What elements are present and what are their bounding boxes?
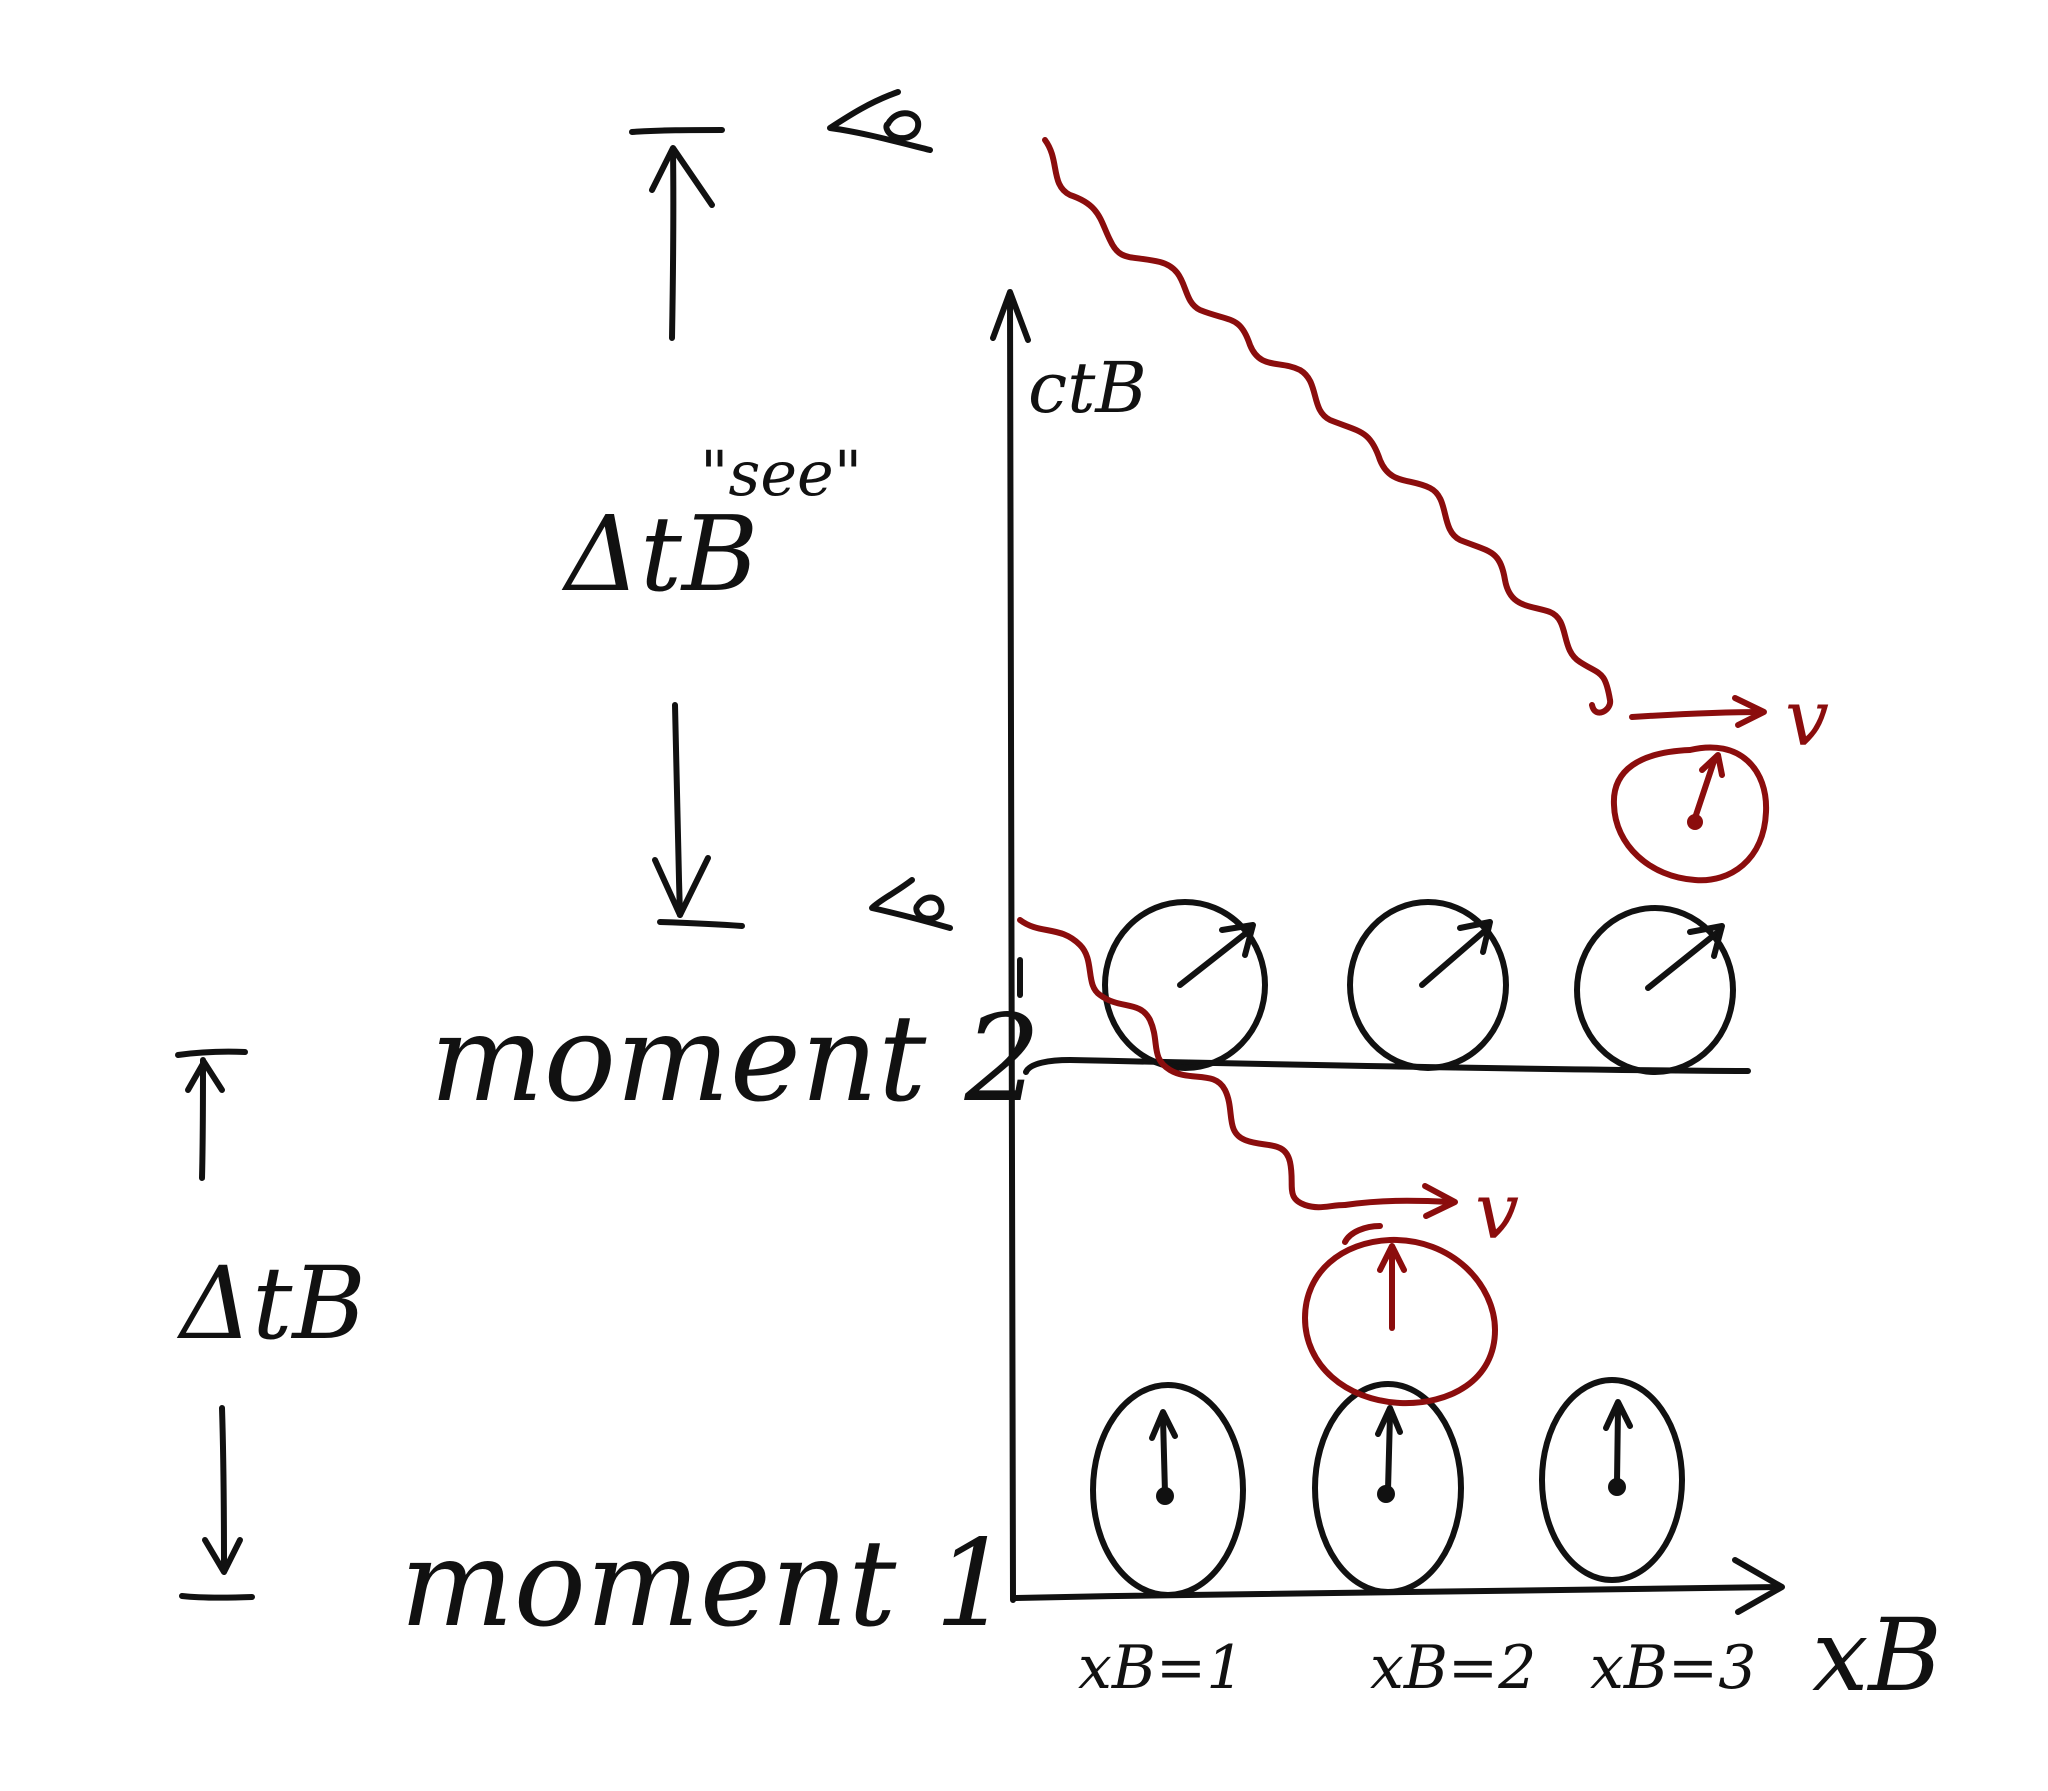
moment-2-line <box>1023 1057 1751 1075</box>
space-axis <box>1012 1557 1785 1615</box>
velocity-arrow-lower <box>1342 1183 1458 1219</box>
tick-label-2: xB=2 <box>1370 1633 1536 1703</box>
clock-moment2-x3 <box>1574 905 1736 1075</box>
moment-2-label: moment 2 <box>430 990 1041 1129</box>
moving-clock-lower <box>1302 1223 1498 1407</box>
moment-interval-bracket <box>175 1048 255 1601</box>
clock-moment1-x1 <box>1090 1382 1246 1598</box>
velocity-label-lower: v <box>1475 1167 1519 1257</box>
clock-moment2-x2 <box>1347 899 1509 1071</box>
space-axis-label: xB <box>1812 1597 1942 1714</box>
clock-moment2-x1 <box>1102 899 1268 1071</box>
time-axis-label: ctB <box>1028 347 1147 429</box>
moving-clock-upper <box>1610 744 1770 884</box>
clock-moment1-x3 <box>1539 1377 1685 1583</box>
x-tick-labels: xB=1 xB=2 xB=3 <box>1078 1633 1756 1703</box>
moment-interval-label: ΔtB <box>176 1245 366 1362</box>
velocity-label-upper: v <box>1785 674 1829 764</box>
tick-label-3: xB=3 <box>1590 1633 1756 1703</box>
clock-moment1-x2 <box>1312 1381 1464 1595</box>
see-quote-label: "see" <box>700 437 862 510</box>
observer-top-eye-icon <box>827 89 933 153</box>
light-signal-upper <box>1042 137 1614 716</box>
light-signal-lower <box>1017 917 1348 1211</box>
observer-mid-eye-icon <box>869 877 953 931</box>
see-interval-bracket <box>629 127 745 929</box>
time-axis <box>990 289 1031 1603</box>
see-interval-label: ΔtB <box>561 493 758 615</box>
tick-label-1: xB=1 <box>1078 1633 1244 1703</box>
velocity-arrow-upper <box>1629 695 1767 728</box>
moment-1-label: moment 1 <box>400 1515 1011 1654</box>
